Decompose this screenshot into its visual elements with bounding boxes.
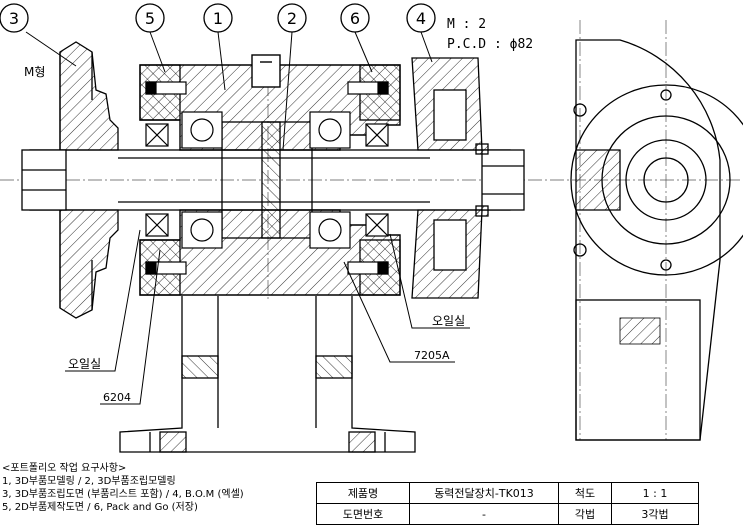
- side-view: [570, 39, 743, 441]
- pulley-nut: [21, 149, 67, 211]
- requirements-heading: <포트폴리오 작업 요구사항>: [2, 463, 127, 474]
- balloon-label: 5: [145, 9, 155, 28]
- leader-lines: [25, 31, 470, 405]
- drawing-number-label: 도면번호: [316, 503, 410, 525]
- spur-gear: [411, 57, 483, 299]
- balloon-1: 1: [203, 3, 233, 33]
- balloon-label: 4: [416, 9, 426, 28]
- projection-value: 3각법: [611, 503, 699, 525]
- requirement-line: 5, 2D부품제작도면 / 6, Pack and Go (저장): [2, 502, 198, 513]
- balloon-3: 3: [0, 3, 29, 33]
- ball-bearings: [181, 111, 351, 249]
- balloon-label: 1: [213, 9, 223, 28]
- requirement-line: 1, 3D부품모델링 / 2, 3D부품조립모델링: [2, 476, 176, 487]
- title-block: 제품명 동력전달장치-TK013 척도 1 : 1 도면번호 - 각법 3각법: [316, 482, 699, 525]
- bearing-6204-callout: 6204: [103, 391, 131, 404]
- oil-seal-callout-right: 오일실: [432, 314, 465, 328]
- gear-pcd-label: P.C.D : ϕ82: [447, 37, 533, 52]
- requirement-line: 3, 3D부품조립도면 (부품리스트 포함) / 4, B.O.M (엑셀): [2, 489, 244, 500]
- gear-module-label: M : 2: [447, 17, 486, 32]
- projection-label: 각법: [558, 503, 612, 525]
- gear-nut: [475, 143, 525, 217]
- support-base: [119, 296, 416, 453]
- bearing-7205a-callout: 7205A: [414, 349, 450, 362]
- product-name-value: 동력전달장치-TK013: [409, 482, 559, 504]
- pulley-type-label: M형: [24, 65, 45, 79]
- oil-seal-callout-left: 오일실: [68, 357, 101, 371]
- scale-label: 척도: [558, 482, 612, 504]
- drawing-number-value: -: [409, 503, 559, 525]
- balloon-6: 6: [340, 3, 370, 33]
- balloon-5: 5: [135, 3, 165, 33]
- balloon-label: 3: [9, 9, 19, 28]
- bolts: [145, 81, 389, 275]
- balloon-label: 6: [350, 9, 360, 28]
- product-name-label: 제품명: [316, 482, 410, 504]
- oil-seals: [145, 123, 389, 237]
- requirements-note: <포트폴리오 작업 요구사항> 1, 3D부품모델링 / 2, 3D부품조립모델…: [2, 462, 322, 514]
- scale-value: 1 : 1: [611, 482, 699, 504]
- balloon-label: 2: [287, 9, 297, 28]
- balloon-2: 2: [277, 3, 307, 33]
- balloon-4: 4: [406, 3, 436, 33]
